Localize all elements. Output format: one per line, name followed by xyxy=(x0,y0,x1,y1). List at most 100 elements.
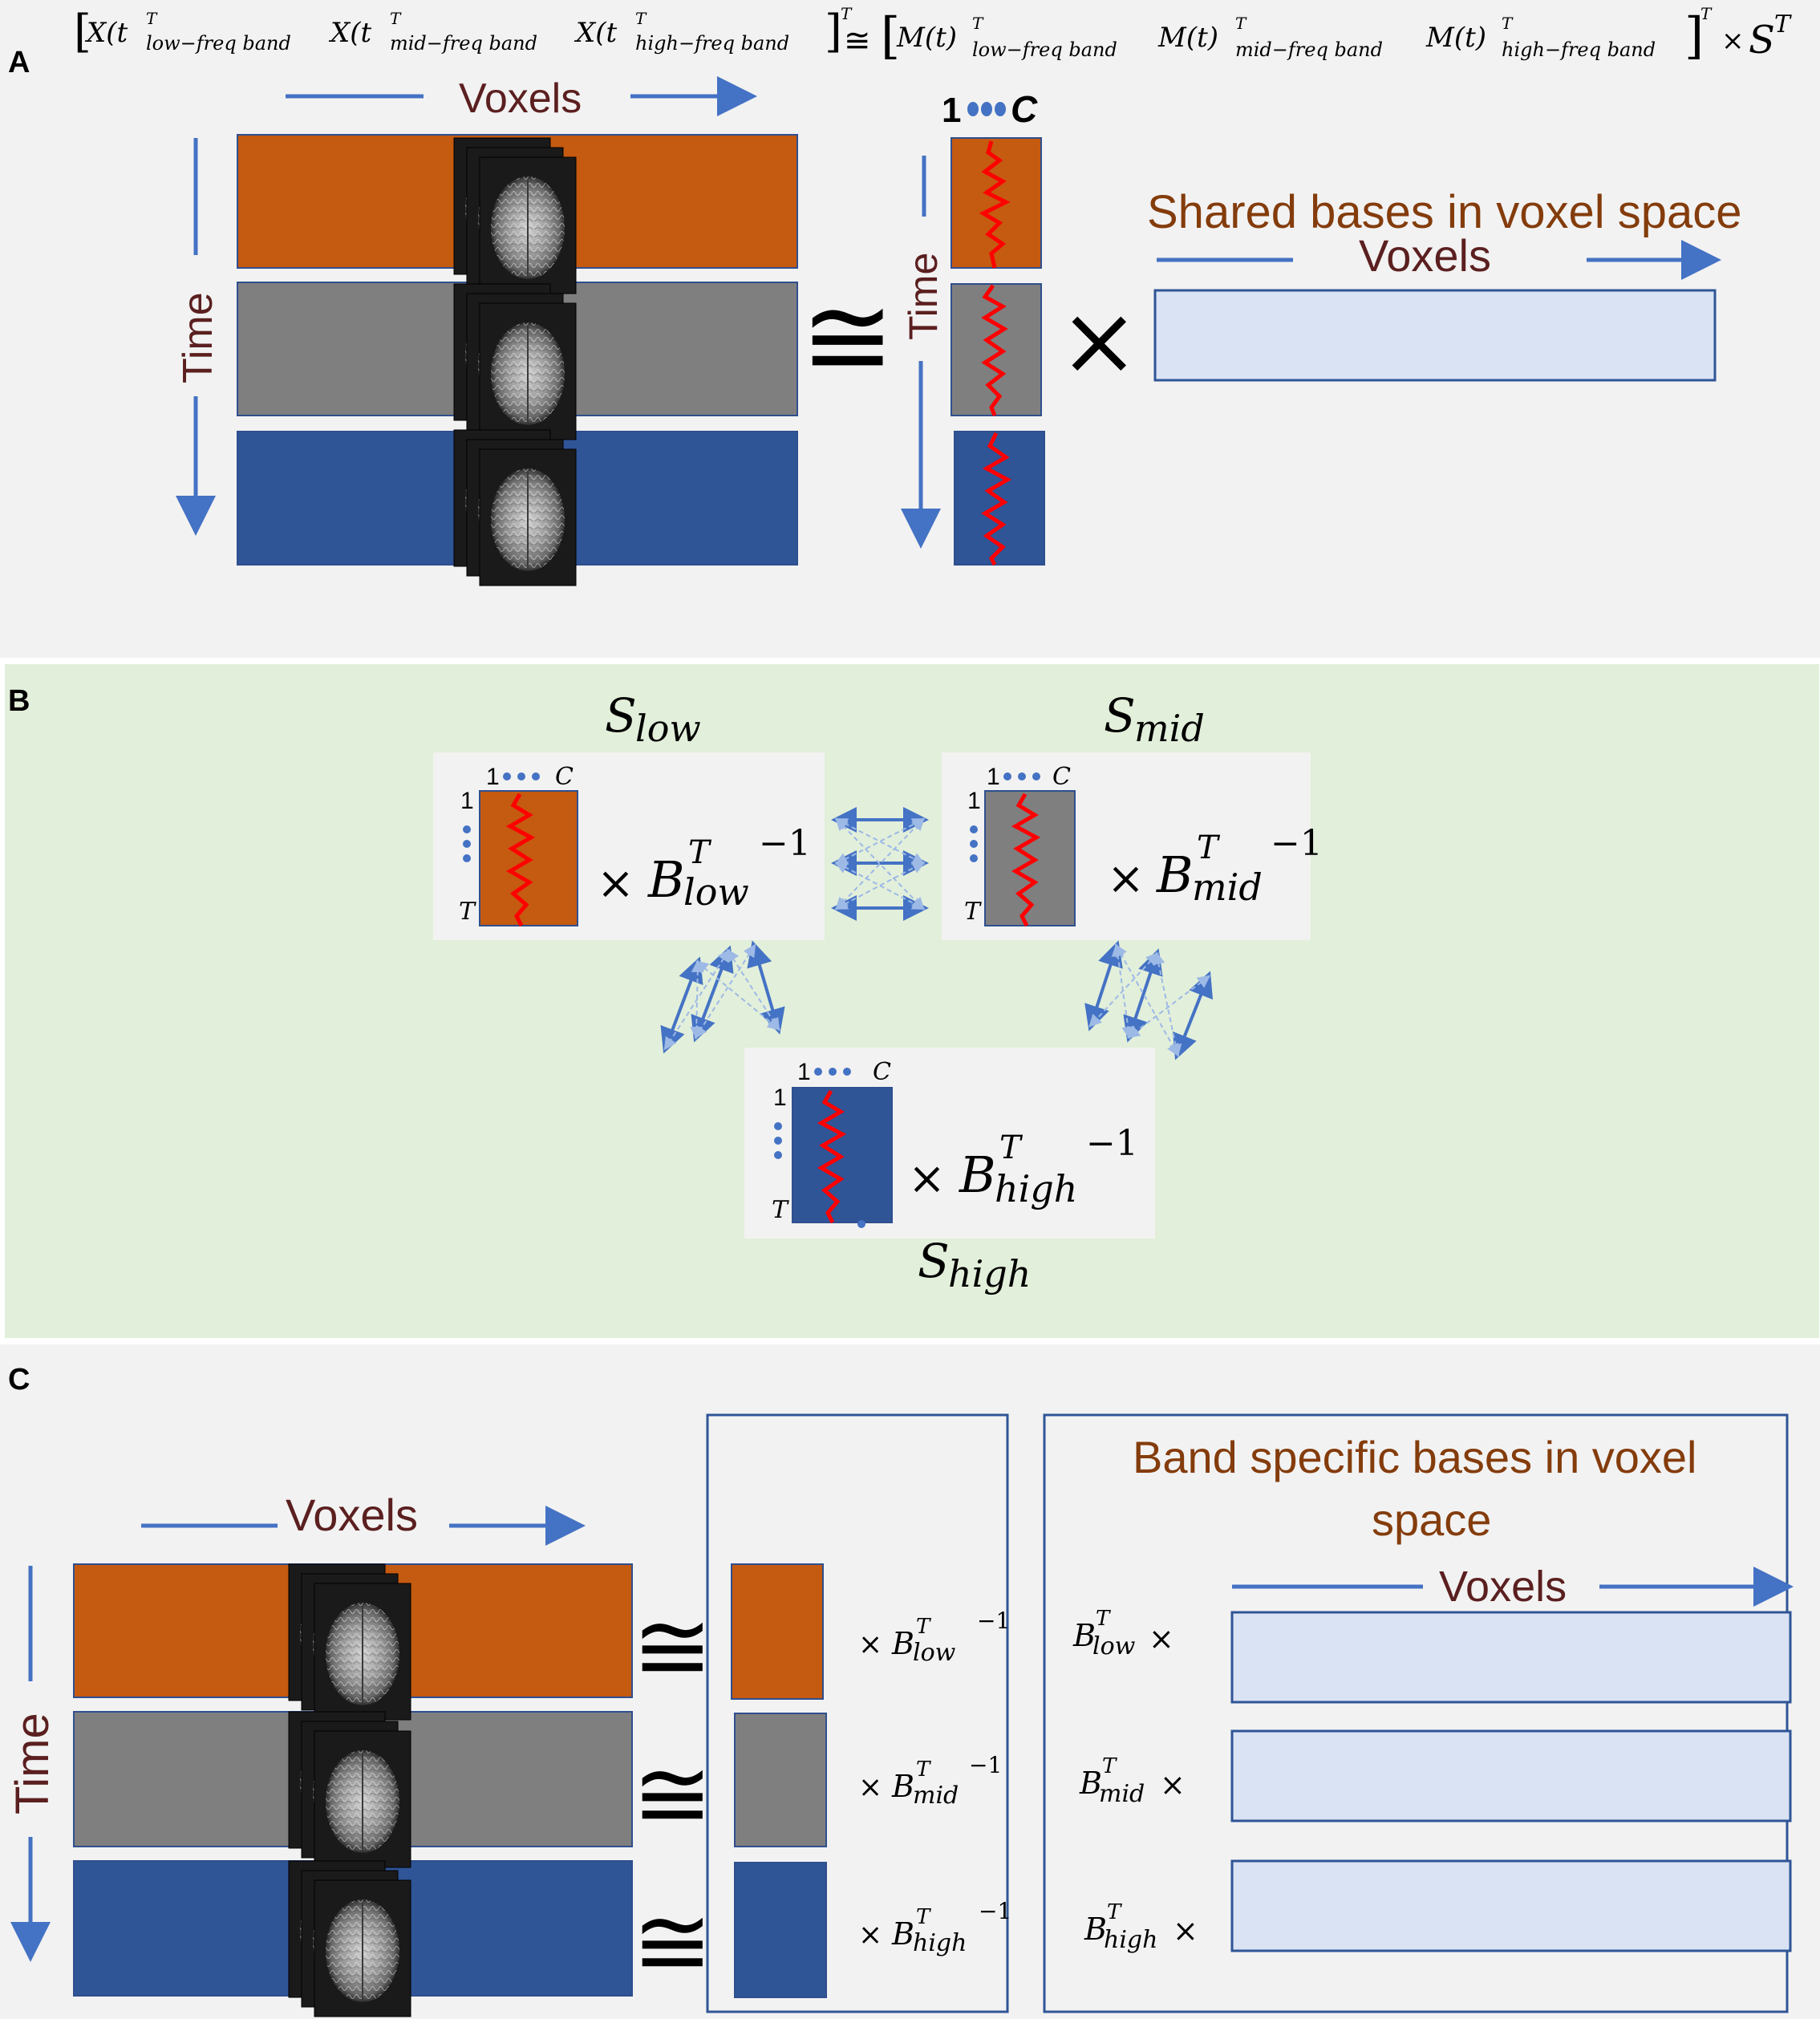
c-b-high-sub: high xyxy=(913,1929,967,1957)
c-left-b-high-sub: high xyxy=(1104,1926,1157,1954)
b-mid-sup: T xyxy=(1197,829,1221,866)
signal-low-b xyxy=(505,793,536,927)
eq-x1-sup: T xyxy=(146,9,158,28)
s-low-index-one: 1 xyxy=(486,764,500,790)
s-high-row-t: T xyxy=(772,1196,789,1224)
s-low-col-dot-3 xyxy=(532,772,540,780)
eq-m3-sup: T xyxy=(1502,14,1514,33)
s-low-row-one: 1 xyxy=(460,788,474,814)
b-mid-base: B xyxy=(1156,845,1194,904)
comp-index-end-a: C xyxy=(1011,88,1038,130)
tc-low-block-c xyxy=(731,1563,824,1700)
brain-stack-low-a xyxy=(454,138,576,294)
c-b-mid-exp: −1 xyxy=(969,1752,1002,1778)
eq-s: S xyxy=(1749,18,1775,63)
band-timecourses-box xyxy=(706,1413,1009,2013)
eq-x3: X(t xyxy=(574,17,617,49)
arrows-low-mid xyxy=(831,807,929,921)
s-mid-col-dot-3 xyxy=(1032,772,1040,780)
times-symbol-a: × xyxy=(1059,286,1140,397)
b-low-sub: low xyxy=(683,870,749,914)
eq-rhs-sup: T xyxy=(1700,4,1713,23)
c-left-b-low-sup: T xyxy=(1096,1607,1111,1631)
eq-x1: X(t xyxy=(84,17,128,49)
approx-symbol-a: ≅ xyxy=(801,272,894,403)
eq-m2-sub: mid−freq band xyxy=(1235,39,1383,61)
eq-m3-sub: high−freq band xyxy=(1502,39,1656,61)
eq-approx: ≅ xyxy=(844,22,871,59)
tc-mid-block-c xyxy=(734,1713,827,1847)
basis-mid-matrix xyxy=(1230,1729,1792,1822)
s-mid-row-t: T xyxy=(964,898,982,926)
s-mid-col-dot-1 xyxy=(1003,772,1011,780)
b-high-sup: T xyxy=(999,1129,1023,1166)
s-mid-index-c: C xyxy=(1052,763,1071,791)
c-b-low-inv: × B T low −1 xyxy=(858,1607,1010,1667)
c-times-mid: × xyxy=(858,1771,882,1804)
time-label-a2: Time xyxy=(901,253,946,340)
panel-a-equation: [ X(t T low−freq band X(t T mid−freq ban… xyxy=(74,4,1792,65)
s-low-row-t: T xyxy=(459,898,476,926)
b-high-exp: −1 xyxy=(1086,1123,1138,1164)
s-mid-sub: mid xyxy=(1134,707,1205,750)
eq-lhs-sup: T xyxy=(841,4,853,23)
comp-dot-1 xyxy=(967,102,979,116)
s-mid-row-dot-2 xyxy=(970,840,978,848)
c-b-mid-sup: T xyxy=(916,1758,931,1782)
c-b-high-base: B xyxy=(891,1916,914,1952)
s-high-row-dot-2 xyxy=(774,1137,782,1145)
comp-dot-3 xyxy=(995,102,1006,116)
s-high-row-dot-1 xyxy=(774,1122,782,1130)
c-left-times-low: × xyxy=(1149,1621,1174,1656)
band-bases-title-1: Band specific bases in voxel xyxy=(1133,1432,1697,1482)
s-mid-label: S mid xyxy=(1104,688,1205,750)
eq-m3: M(t) xyxy=(1425,22,1486,54)
panel-c-letter: C xyxy=(8,1363,30,1397)
b-high-base: B xyxy=(959,1145,996,1204)
c-times-low: × xyxy=(858,1628,882,1661)
c-left-b-low: B T low × xyxy=(1072,1607,1174,1660)
c-b-high-exp: −1 xyxy=(979,1898,1011,1924)
c-left-b-low-base: B xyxy=(1072,1618,1096,1653)
c-left-b-high-base: B xyxy=(1084,1912,1107,1947)
s-high-col-dot-2 xyxy=(829,1068,837,1076)
approx-low-c: ≅ xyxy=(632,1591,713,1703)
s-high-col-dot-3 xyxy=(843,1068,851,1076)
times-low-b: × xyxy=(597,857,634,910)
s-low-sub: low xyxy=(635,707,701,750)
c-times-high: × xyxy=(858,1919,882,1952)
m-low-block-a xyxy=(951,137,1042,269)
eq-x2-sup: T xyxy=(390,9,402,28)
time-label-a: Time xyxy=(175,292,221,383)
eq-lhs-close: ] xyxy=(825,6,842,58)
eq-x1-sub: low−freq band xyxy=(146,32,291,55)
arrows-mid-high xyxy=(1084,940,1214,1060)
voxels-label-c2: Voxels xyxy=(1439,1563,1567,1611)
s-low-col-dot-2 xyxy=(517,772,525,780)
c-left-b-mid-sub: mid xyxy=(1099,1780,1145,1808)
time-label-c: Time xyxy=(6,1713,59,1814)
s-mid-row-one: 1 xyxy=(967,788,981,814)
s-low-row-dot-2 xyxy=(463,840,471,848)
s-low-col-dot-1 xyxy=(503,772,511,780)
eq-m2-sup: T xyxy=(1235,14,1247,33)
b-low-base: B xyxy=(647,850,685,909)
s-low-index-c: C xyxy=(555,763,574,791)
eq-x2: X(t xyxy=(328,17,371,49)
eq-m1-sup: T xyxy=(972,14,984,33)
voxels-label-c: Voxels xyxy=(286,1490,418,1540)
c-left-b-high-sup: T xyxy=(1107,1900,1122,1924)
brain-stack-high-a xyxy=(454,430,576,586)
s-mid-index-one: 1 xyxy=(987,764,1000,790)
tc-high-block-c xyxy=(734,1862,827,1998)
s-low-base: S xyxy=(605,688,637,743)
c-b-low-sub: low xyxy=(913,1639,956,1667)
comp-dot-2 xyxy=(981,102,992,116)
c-left-b-high: B T high × xyxy=(1084,1900,1198,1954)
c-left-b-mid: B T mid × xyxy=(1079,1754,1186,1808)
signal-low-a xyxy=(979,140,1011,269)
c-b-low-exp: −1 xyxy=(977,1607,1010,1634)
band-bases-box xyxy=(1043,1413,1789,2013)
s-mid-base: S xyxy=(1104,688,1136,743)
